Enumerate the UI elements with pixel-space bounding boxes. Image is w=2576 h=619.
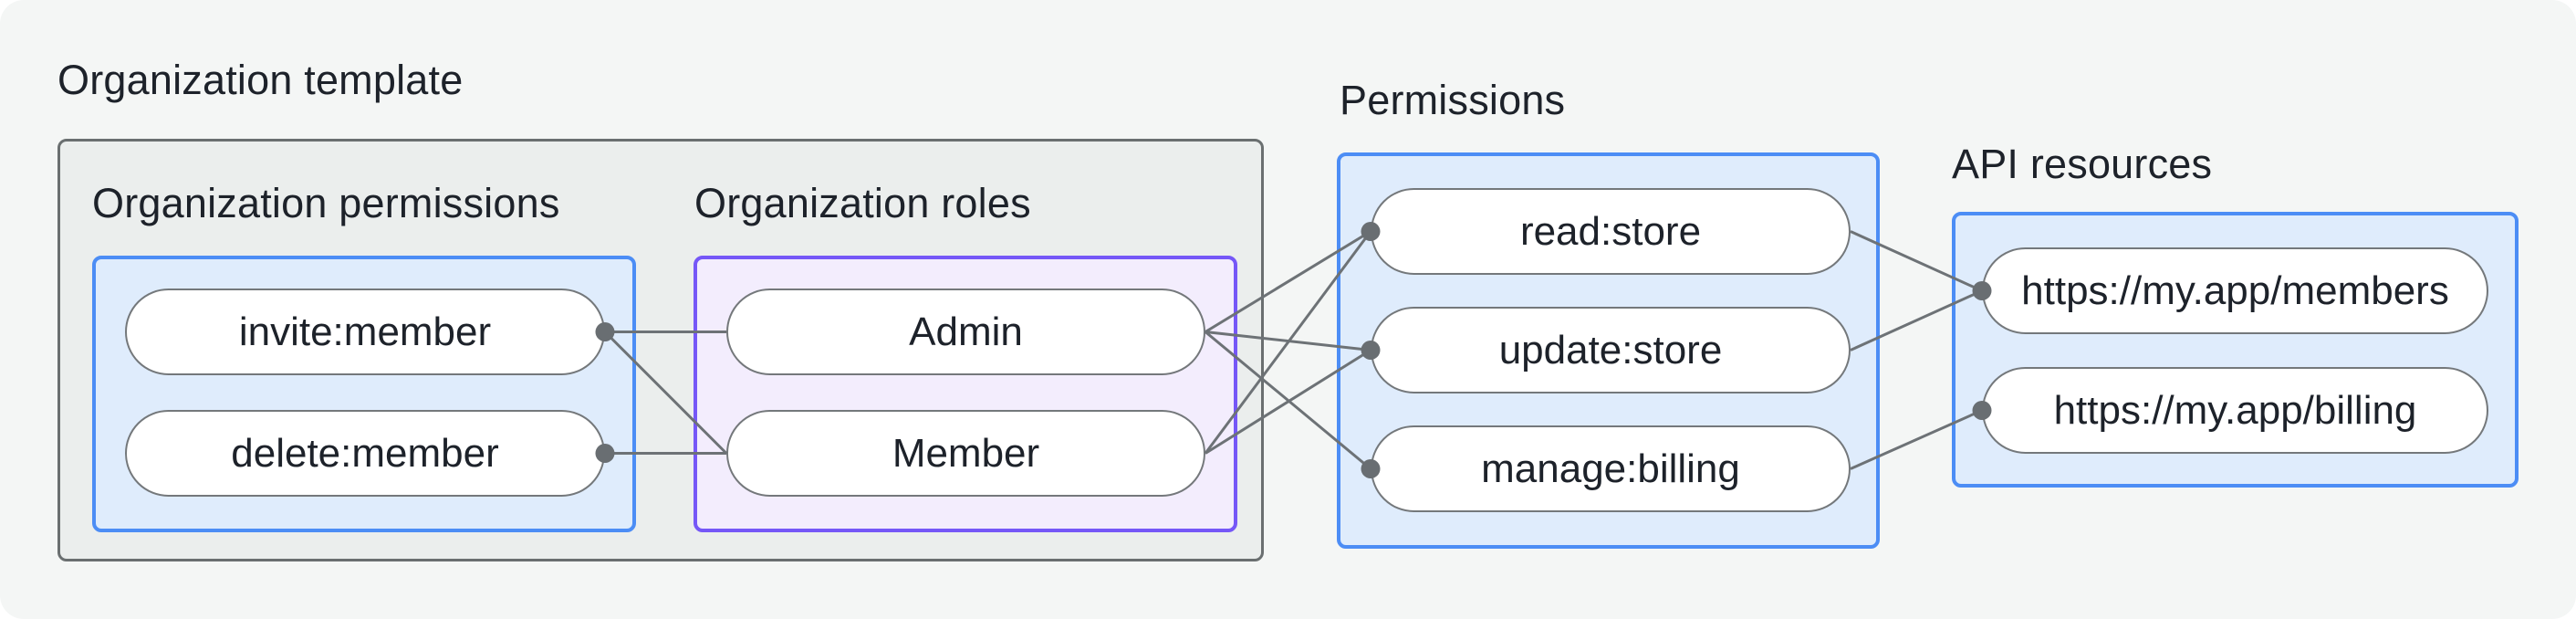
org-permissions-title: Organization permissions [92,180,560,226]
admin-role-pill: Admin [726,289,1205,375]
member-role-pill: Member [726,410,1205,497]
org-template-title: Organization template [57,57,464,103]
org-permissions-box: invite:member delete:member [92,256,636,532]
api-billing-url-pill: https://my.app/billing [1982,367,2488,454]
update-store-pill: update:store [1371,307,1851,393]
api-resources-box: https://my.app/members https://my.app/bi… [1952,212,2519,488]
org-roles-box: Admin Member [694,256,1237,532]
org-template-box: Organization permissions Organization ro… [57,139,1264,561]
api-members-url-pill: https://my.app/members [1982,247,2488,334]
api-resources-title: API resources [1952,141,2213,187]
invite-member-pill: invite:member [125,289,605,375]
read-store-pill: read:store [1371,188,1851,275]
org-roles-title: Organization roles [694,180,1031,226]
permissions-box: read:store update:store manage:billing [1337,152,1880,549]
manage-billing-pill: manage:billing [1371,425,1851,512]
permissions-title: Permissions [1340,77,1566,123]
delete-member-pill: delete:member [125,410,605,497]
